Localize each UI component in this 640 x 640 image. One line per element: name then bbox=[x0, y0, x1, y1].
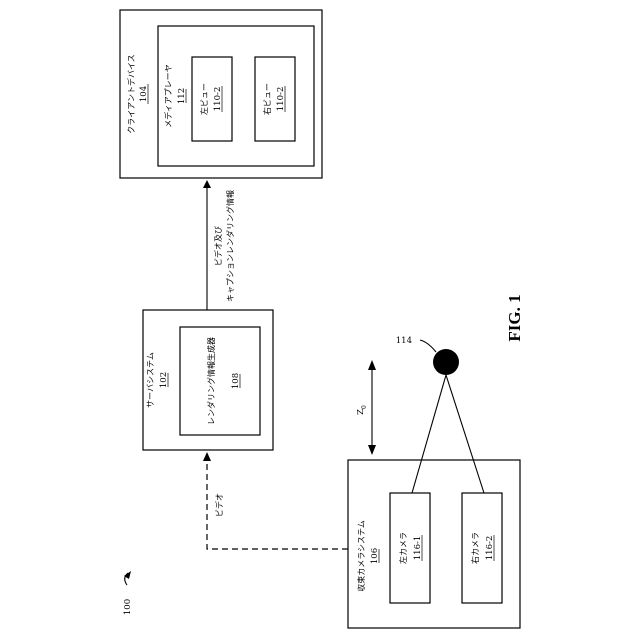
left-view-box bbox=[192, 57, 232, 141]
left-camera-box bbox=[390, 493, 430, 603]
server-system-block: サーバシステム 102 レンダリング情報生成器 108 bbox=[143, 310, 273, 450]
video-dashed-arrowhead bbox=[203, 452, 211, 461]
camera-system-title: 収束カメラシステム bbox=[356, 520, 366, 592]
right-camera-box bbox=[462, 493, 502, 603]
camera-system-block: 収束カメラシステム 106 左カメラ 116-1 右カメラ 116-2 bbox=[348, 460, 520, 628]
video-rendering-label-line2: キャプションレンダリング情報 bbox=[225, 190, 235, 302]
client-device-title: クライアントデバイス bbox=[126, 54, 136, 133]
rendering-generator-title: レンダリング情報生成器 bbox=[206, 337, 216, 425]
left-camera-ref: 116-1 bbox=[413, 536, 423, 561]
camera-system-ref: 106 bbox=[370, 548, 380, 564]
distance-label: Z0 bbox=[356, 405, 368, 415]
media-player-title: メディアプレーヤ bbox=[163, 64, 173, 127]
left-camera-title: 左カメラ bbox=[398, 532, 408, 564]
rendering-generator-box bbox=[180, 327, 260, 435]
figure-number: 100 bbox=[123, 599, 133, 615]
client-device-block: クライアントデバイス 104 メディアプレーヤ 112 左ビュー 110-2 右… bbox=[120, 10, 322, 178]
video-dashed-path bbox=[207, 455, 348, 549]
right-camera-ref: 116-2 bbox=[485, 536, 495, 561]
media-player-ref: 112 bbox=[177, 88, 187, 104]
figure-label: FIG. 1 bbox=[505, 294, 524, 341]
right-view-ref: 110-2 bbox=[276, 87, 286, 112]
server-system-ref: 102 bbox=[159, 372, 169, 388]
video-rendering-label-line1: ビデオ及び bbox=[213, 226, 223, 266]
target-object-ref: 114 bbox=[396, 336, 412, 346]
distance-arrowhead-bottom bbox=[368, 445, 376, 455]
right-view-box bbox=[255, 57, 295, 141]
right-camera-title: 右カメラ bbox=[470, 532, 480, 564]
right-camera-sight-line bbox=[446, 375, 484, 493]
target-object bbox=[433, 349, 459, 375]
left-camera-sight-line bbox=[412, 375, 446, 493]
left-view-ref: 110-2 bbox=[213, 87, 223, 112]
client-device-ref: 104 bbox=[139, 86, 149, 102]
left-view-title: 左ビュー bbox=[199, 83, 209, 115]
target-object-leader bbox=[420, 340, 436, 352]
server-system-title: サーバシステム bbox=[146, 352, 155, 408]
right-view-title: 右ビュー bbox=[262, 83, 272, 115]
distance-arrowhead-top bbox=[368, 360, 376, 370]
rendering-generator-ref: 108 bbox=[231, 373, 241, 389]
video-label: ビデオ bbox=[214, 493, 224, 517]
